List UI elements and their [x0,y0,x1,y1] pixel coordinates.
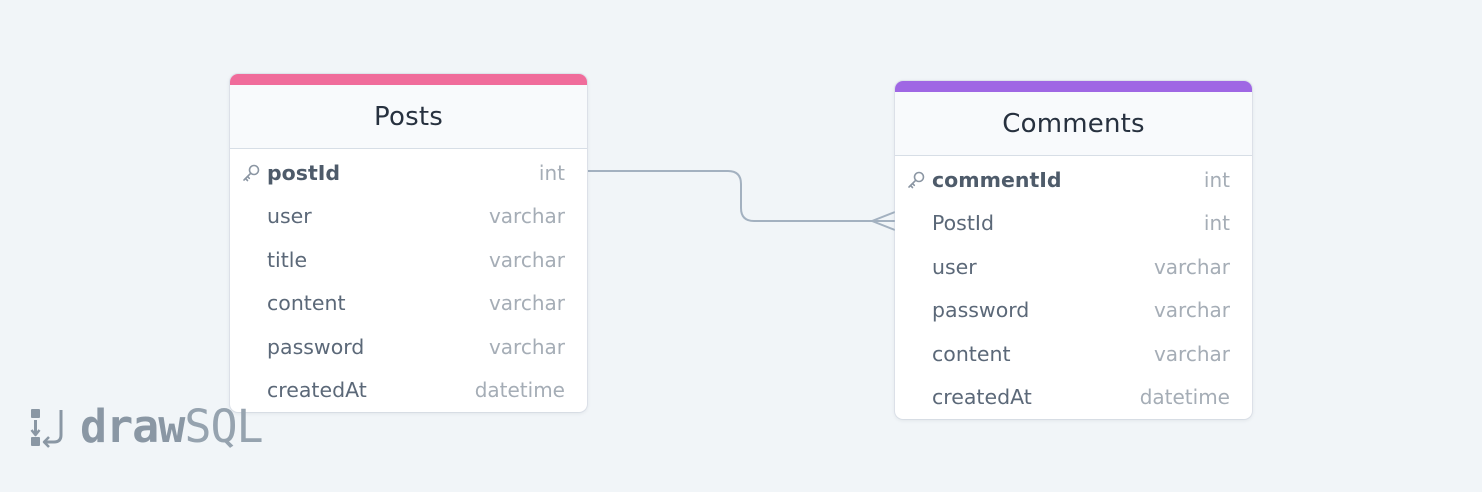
logo-text-draw: draw [80,399,185,453]
column-row-postid-fk[interactable]: PostId int [895,202,1252,246]
column-type: datetime [1139,385,1230,410]
column-type: varchar [488,247,565,272]
column-row-password[interactable]: password varchar [230,325,587,369]
column-name: createdAt [932,385,1032,410]
column-type: varchar [488,334,565,359]
column-type: varchar [1153,298,1230,323]
column-type: varchar [488,204,565,229]
table-accent-bar [895,81,1252,92]
column-name: content [932,341,1011,366]
crowfoot-many-icon [871,211,896,231]
table-columns: postId int user varchar title varchar co… [230,149,587,412]
column-row-createdat[interactable]: createdAt datetime [895,376,1252,420]
column-name: postId [267,160,341,185]
column-type: varchar [1153,341,1230,366]
column-row-password[interactable]: password varchar [895,289,1252,333]
column-row-createdat[interactable]: createdAt datetime [230,369,587,413]
relationship-line [588,170,895,222]
table-title[interactable]: Comments [895,92,1252,156]
table-title[interactable]: Posts [230,85,587,149]
column-row-title[interactable]: title varchar [230,238,587,282]
drawsql-logo: drawSQL [30,400,264,452]
column-name: user [267,204,312,229]
logo-text-sql: SQL [184,399,263,453]
drawsql-logo-text: drawSQL [80,404,264,449]
column-name: title [267,247,308,272]
column-name: createdAt [267,378,367,403]
column-name: commentId [932,167,1062,192]
column-type: int [1203,211,1230,236]
column-type: int [1203,167,1230,192]
column-name: password [932,298,1030,323]
column-row-user[interactable]: user varchar [895,245,1252,289]
column-type: varchar [1153,254,1230,279]
column-type: int [538,160,565,185]
column-type: varchar [488,291,565,316]
table-posts[interactable]: Posts postId int user varchar title varc… [230,74,587,412]
column-name: content [267,291,346,316]
primary-key-icon [908,171,925,189]
table-accent-bar [230,74,587,85]
column-row-content[interactable]: content varchar [895,332,1252,376]
column-name: password [267,334,365,359]
primary-key-icon [243,164,260,182]
column-name: PostId [932,211,994,236]
column-name: user [932,254,977,279]
column-row-content[interactable]: content varchar [230,282,587,326]
column-row-postid[interactable]: postId int [230,151,587,195]
table-columns: commentId int PostId int user varchar pa… [895,156,1252,419]
drawsql-logo-icon [30,409,63,448]
table-comments[interactable]: Comments commentId int PostId int user v… [895,81,1252,419]
column-row-commentid[interactable]: commentId int [895,158,1252,202]
column-type: datetime [474,378,565,403]
column-row-user[interactable]: user varchar [230,195,587,239]
